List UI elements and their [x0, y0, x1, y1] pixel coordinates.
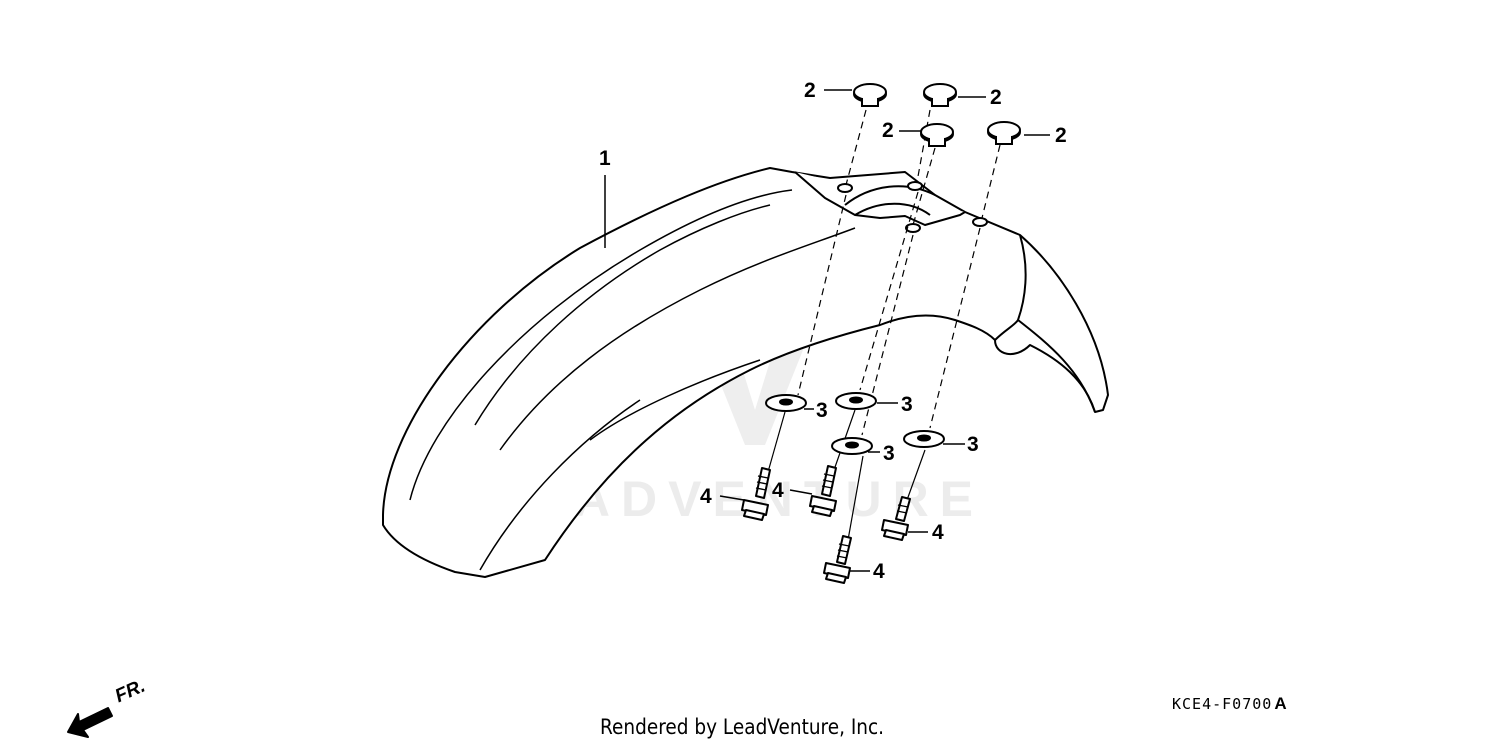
callout-bolt-b: 4: [772, 479, 784, 502]
bolts: [741, 465, 911, 584]
top-washer-b[interactable]: [923, 83, 957, 107]
callout-washer-top-d: 2: [1055, 124, 1067, 147]
bolt-a[interactable]: [741, 467, 771, 521]
callout-bolt-a: 4: [700, 485, 712, 508]
callout-washer-bottom-d: 3: [967, 433, 979, 456]
bottom-washer-d[interactable]: [903, 430, 945, 448]
callout-bolt-c: 4: [932, 521, 944, 544]
callout-bolt-d: 4: [873, 560, 885, 583]
callout-washer-bottom-b: 3: [901, 393, 913, 416]
callout-washer-top-a: 2: [804, 79, 816, 102]
callout-washer-bottom-a: 3: [816, 399, 828, 422]
bottom-washer-b[interactable]: [835, 392, 877, 410]
callout-washer-top-b: 2: [990, 86, 1002, 109]
bolt-b[interactable]: [809, 465, 837, 517]
callout-washer-bottom-c: 3: [883, 442, 895, 465]
callout-leaders: [719, 89, 1050, 572]
callout-washer-top-c: 2: [882, 119, 894, 142]
front-fender[interactable]: [382, 167, 1109, 578]
bolt-d[interactable]: [823, 535, 852, 584]
diagram-code-number: KCE4-F0700: [1172, 695, 1273, 713]
top-washers: [853, 83, 1021, 147]
bolt-c[interactable]: [881, 496, 911, 541]
top-washer-c[interactable]: [920, 123, 954, 147]
top-washer-d[interactable]: [987, 121, 1021, 145]
top-washer-a[interactable]: [853, 83, 887, 107]
bottom-washer-a[interactable]: [765, 394, 807, 412]
bottom-washers: [765, 392, 945, 455]
footer-credit: Rendered by LeadVenture, Inc.: [600, 715, 885, 739]
callout-fender: 1: [599, 147, 611, 170]
bottom-washer-c[interactable]: [831, 437, 873, 455]
front-direction-arrow-icon: [67, 707, 113, 738]
diagram-code-revision: A: [1274, 694, 1288, 713]
